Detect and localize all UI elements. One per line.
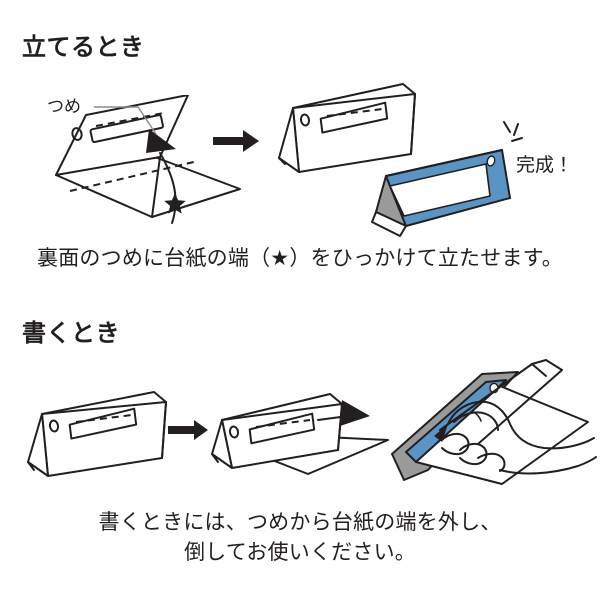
caption-writing-line-2: 倒してお使いください。: [183, 540, 417, 564]
figure-fold-open-svg: [55, 95, 241, 224]
figure-standing-before-write-svg: [27, 391, 167, 477]
sparkle-lines-svg: [503, 121, 523, 142]
sparkle-lines: [492, 118, 532, 154]
star-marker-svg: [164, 193, 186, 214]
figure-standing-white-svg: [278, 83, 416, 173]
figure-release-tab-svg: [211, 393, 389, 475]
hole-highlight: [486, 155, 496, 167]
figure-finished-blue-svg: [371, 149, 511, 237]
hand-wrist-lower: [499, 456, 597, 475]
done-label: 完成！: [516, 155, 574, 176]
pen-barrel: [439, 359, 563, 445]
figure-fold-open: [48, 95, 248, 235]
tab-leader-line: [92, 98, 162, 138]
step-arrow-writing: [168, 418, 210, 442]
step-arrow-writing-svg: [168, 420, 208, 440]
caption-writing: 書くときには、つめから台紙の端を外し、 倒してお使いください。: [0, 508, 600, 568]
figure-hand-writing-svg: [391, 359, 597, 485]
tab-label: つめ: [47, 97, 81, 116]
step-arrow-standing: [213, 128, 261, 154]
figure-hand-writing: [382, 358, 598, 492]
pen-tip: [434, 424, 448, 442]
star-marker: [163, 192, 187, 216]
step-arrow-standing-svg: [213, 130, 259, 152]
figure-standing-white: [275, 78, 425, 193]
hand-crease: [473, 411, 482, 422]
tab-leader-line-svg: [94, 106, 157, 135]
hand-finger-3: [477, 452, 506, 472]
hand-index-finger: [453, 411, 499, 431]
caption-writing-line-1: 書くときには、つめから台紙の端を外し、: [98, 511, 502, 534]
caption-standing: 裏面のつめに台紙の端（★）をひっかけて立たせます。: [37, 247, 563, 270]
section-title-standing: 立てるとき: [22, 34, 145, 61]
figure-standing-before-write: [22, 388, 174, 498]
white-writing-area: [389, 163, 491, 217]
pen-band: [531, 363, 547, 377]
figure-finished-blue: [370, 132, 518, 240]
hand-back-outline: [447, 400, 595, 450]
figure-release-tab: [208, 378, 398, 498]
section-title-writing: 書くとき: [22, 320, 120, 347]
